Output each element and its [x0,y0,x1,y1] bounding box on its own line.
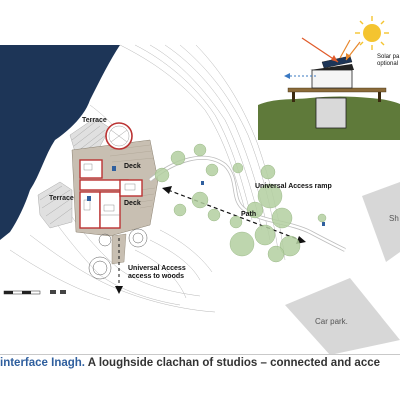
label-shed: Sh [389,214,399,223]
lake [0,45,120,240]
label-path: Path [241,211,257,218]
studio-interiors [83,163,136,216]
terrace-left-area [37,181,73,229]
accessibility-icons [87,166,325,226]
label-ua-ramp: Universal Access ramp [255,183,332,190]
label-solar: Solar pa optional [377,54,400,67]
caption-divider [0,354,400,355]
access-path-woods [111,233,127,265]
label-deck-upper: Deck [124,163,141,170]
round-studio [105,122,133,150]
label-deck-lower: Deck [124,200,141,207]
solar-section-inset [258,16,400,140]
woodland-trees [88,228,148,280]
shed-block [362,182,400,262]
woods-arrow [115,238,123,294]
label-ua-woods: Universal Access access to woods [128,265,186,280]
caption-title: interface Inagh. [0,357,85,369]
caption: interface Inagh. A loughside clachan of … [0,357,400,369]
sun-icon [355,16,389,50]
caption-subtitle: A loughside clachan of studios – connect… [85,357,381,369]
heat-arrow [284,73,316,79]
sun-ray-arrows [301,37,361,63]
studio-buildings [79,159,143,229]
trees [154,143,327,263]
label-terrace-left: Terrace [49,195,74,202]
label-terrace-top: Terrace [82,117,107,124]
car-park-block [285,278,400,355]
north-marker [50,290,66,294]
label-car-park: Car park. [315,317,348,326]
scale-bar [3,290,41,295]
